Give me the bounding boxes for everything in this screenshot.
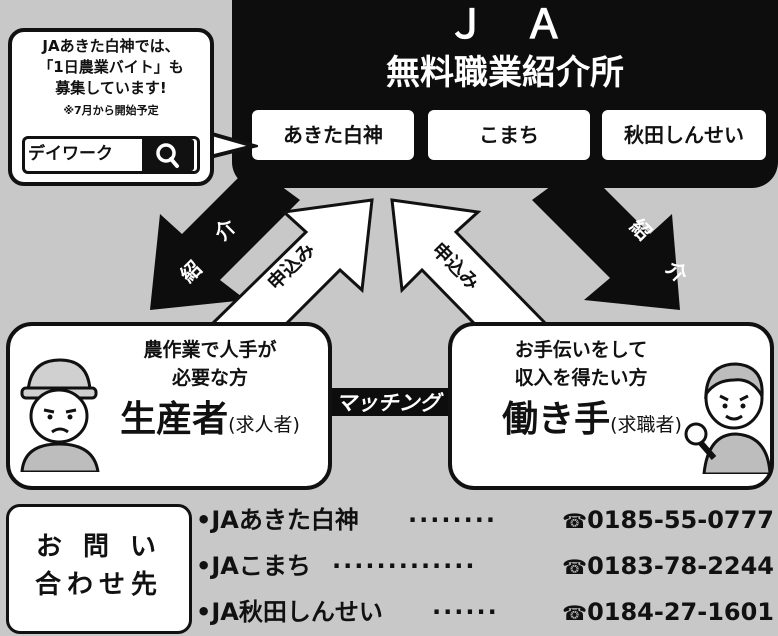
contact-title: お 問 い 合わせ先 bbox=[16, 528, 182, 604]
contact-phone-number[interactable]: 0185-55-0777 bbox=[587, 506, 774, 534]
bubble-line-1: JAあきた白神では、 bbox=[42, 37, 180, 55]
contact-dots: ······ bbox=[432, 598, 499, 626]
matching-arrow bbox=[300, 376, 478, 428]
farmer-illustration bbox=[20, 358, 100, 472]
introduce-arrow-left bbox=[150, 150, 300, 310]
search-icon bbox=[156, 143, 179, 168]
phone-icon: ☎ bbox=[562, 555, 588, 579]
worker-description: お手伝いをして 収入を得たい方 bbox=[466, 336, 696, 392]
search-button[interactable] bbox=[142, 139, 194, 171]
bubble-text: JAあきた白神では、 「1日農業バイト」も 募集しています! bbox=[14, 36, 208, 99]
ja-title: ＪＡ bbox=[446, 2, 602, 48]
contact-title-line-2: 合わせ先 bbox=[34, 570, 163, 600]
contact-row-komachi: •JAこまち ············· ☎0183-78-2244 bbox=[196, 546, 774, 586]
agency-title: 無料職業紹介所 bbox=[386, 53, 624, 93]
contact-name: •JAあきた白神 bbox=[196, 506, 359, 534]
contact-title-line-1: お 問 い bbox=[35, 532, 163, 562]
daywork-search-label[interactable]: デイワーク bbox=[28, 144, 113, 164]
bubble-note: ※7月から開始予定 bbox=[63, 104, 159, 117]
contact-phone-number[interactable]: 0184-27-1601 bbox=[587, 598, 774, 626]
phone-icon: ☎ bbox=[562, 601, 588, 625]
org-akita-shinsei: 秋田しんせい bbox=[602, 110, 766, 160]
employer-role: 生産者(求人者) bbox=[96, 396, 324, 449]
worker-desc-line-2: 収入を得たい方 bbox=[514, 367, 648, 389]
worker-role-sub: (求職者) bbox=[610, 414, 682, 436]
contact-dots: ············· bbox=[332, 552, 477, 580]
worker-role-title: 働き手 bbox=[502, 399, 611, 440]
introduce-arrow-right bbox=[532, 150, 680, 310]
matching-label: マッチング bbox=[335, 391, 441, 415]
contact-phone-number[interactable]: 0183-78-2244 bbox=[587, 552, 774, 580]
org-akita-shirakami: あきた白神 bbox=[252, 110, 414, 160]
worker-desc-line-1: お手伝いをして bbox=[514, 339, 648, 361]
contact-row-akita-shinsei: •JA秋田しんせい ······ ☎0184-27-1601 bbox=[196, 592, 774, 632]
contact-phone[interactable]: ☎0185-55-0777 bbox=[562, 500, 774, 541]
contact-name: •JAこまち bbox=[196, 552, 311, 580]
contact-dots: ········ bbox=[408, 506, 497, 534]
employer-desc-line-1: 農作業で人手が bbox=[143, 339, 277, 361]
contact-row-akita-shirakami: •JAあきた白神 ········ ☎0185-55-0777 bbox=[196, 500, 774, 540]
bubble-line-3: 募集しています! bbox=[55, 79, 167, 97]
contact-phone[interactable]: ☎0184-27-1601 bbox=[562, 592, 774, 633]
worker-role: 働き手(求職者) bbox=[462, 396, 722, 449]
bubble-line-2: 「1日農業バイト」も bbox=[38, 58, 184, 76]
employer-role-sub: (求人者) bbox=[228, 414, 300, 436]
org-komachi: こまち bbox=[428, 110, 590, 160]
employer-role-title: 生産者 bbox=[120, 399, 229, 440]
employer-description: 農作業で人手が 必要な方 bbox=[100, 336, 320, 392]
phone-icon: ☎ bbox=[562, 509, 588, 533]
worker-illustration bbox=[684, 362, 772, 474]
contact-name: •JA秋田しんせい bbox=[196, 598, 383, 626]
contact-title-box bbox=[6, 504, 192, 634]
contact-phone[interactable]: ☎0183-78-2244 bbox=[562, 546, 774, 587]
employer-desc-line-2: 必要な方 bbox=[171, 367, 248, 389]
